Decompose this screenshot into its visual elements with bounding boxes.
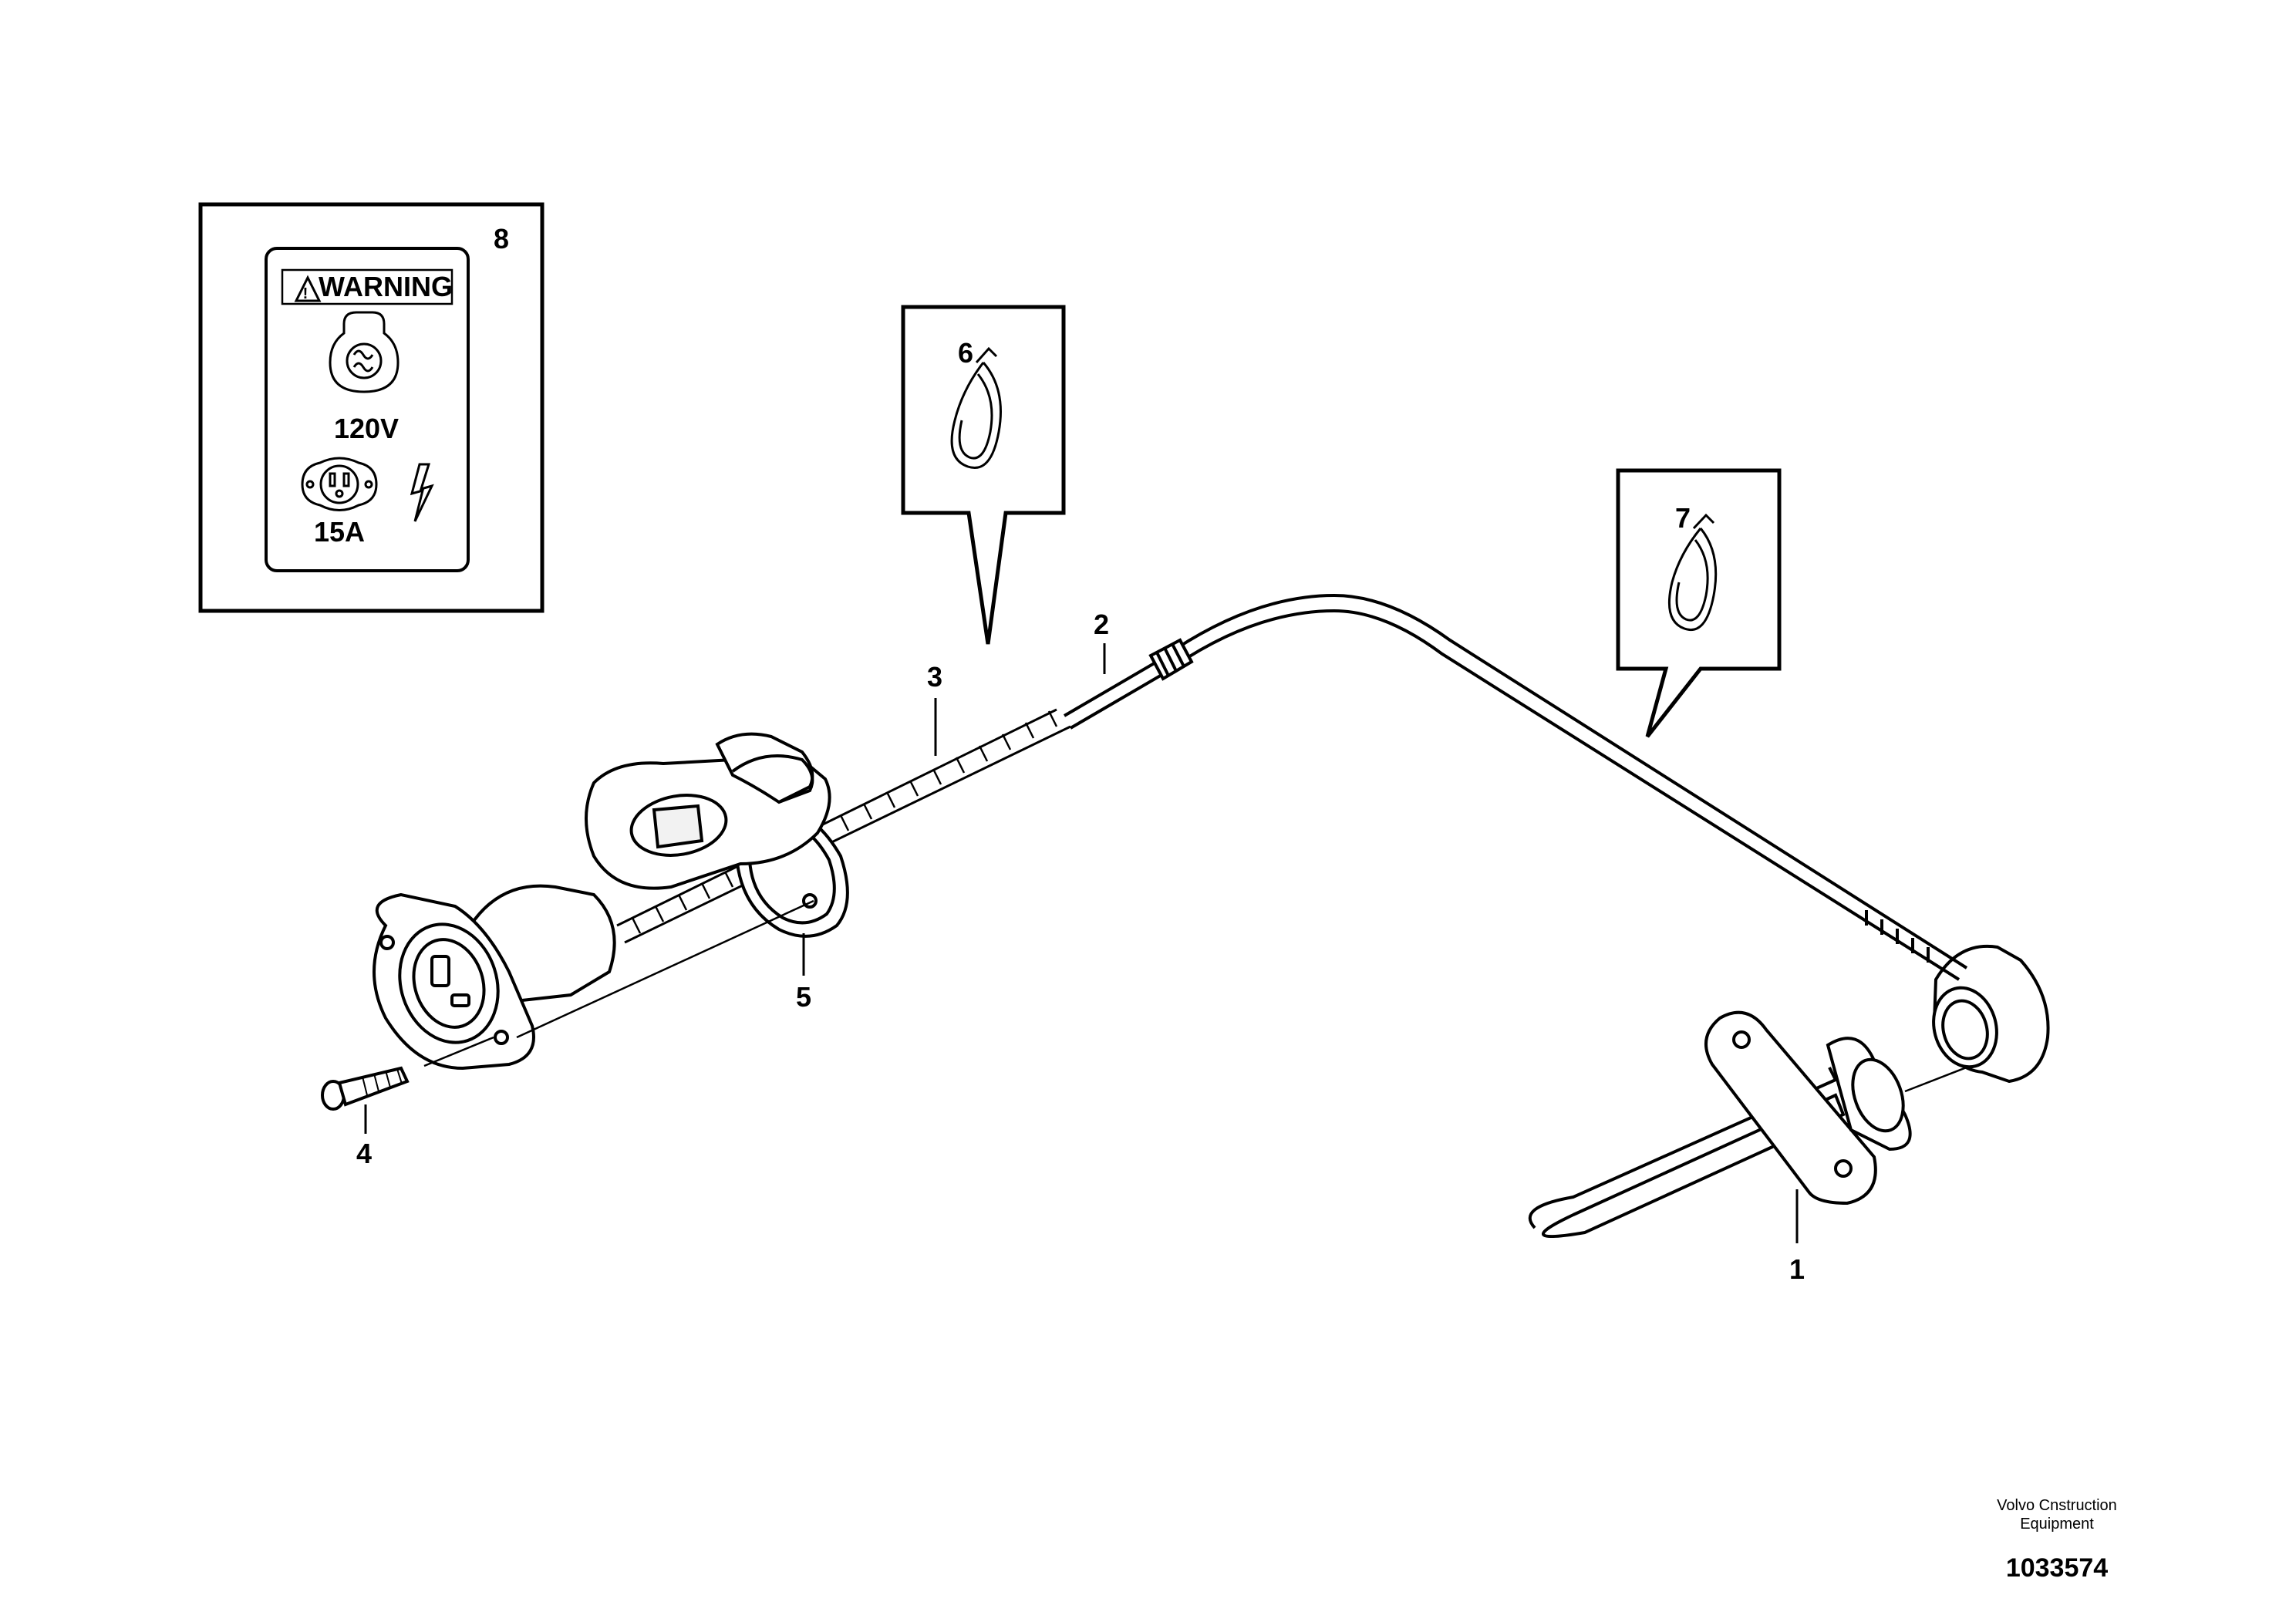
drawing-number: 1033574 (2005, 1553, 2109, 1583)
cable-2 (1063, 593, 1968, 981)
conduit-ribs (631, 710, 1058, 934)
outlet-cover (585, 732, 831, 890)
callout-4: 4 (356, 1138, 372, 1169)
assembly-line-5 (516, 899, 814, 1039)
lightning-icon (410, 463, 434, 522)
assembly-line-4 (423, 1036, 494, 1067)
brand-line-1: Volvo Cnstruction (1997, 1497, 2117, 1514)
screw-4 (321, 1066, 410, 1111)
cable-tie-7 (1667, 513, 1718, 631)
outlet-icon (301, 457, 378, 511)
heater-element-1 (1528, 1010, 1912, 1238)
decal-inset: ! WARNING 120V 15A 8 (198, 202, 544, 613)
callout-1: 1 (1789, 1253, 1805, 1285)
connector-cap (1932, 945, 2050, 1084)
callout-8: 8 (494, 223, 509, 255)
socket-icon (329, 311, 400, 393)
decal-header: WARNING (319, 271, 453, 302)
svg-text:!: ! (303, 285, 308, 302)
decal-voltage: 120V (334, 413, 399, 444)
callout-2: 2 (1094, 609, 1109, 640)
warning-triangle-icon: ! (294, 275, 322, 302)
assembly-line-1 (1904, 1063, 1975, 1093)
cable-tie-inset-7: 7 (1616, 468, 1782, 738)
drawing-footer: Volvo Cnstruction Equipment 1033574 (1957, 1496, 2157, 1583)
callout-5: 5 (796, 981, 811, 1013)
cable-tie-inset-6: 6 (901, 305, 1066, 645)
decal-amperage: 15A (314, 516, 365, 548)
cable-tie-6 (950, 346, 1002, 469)
callout-6: 6 (958, 337, 973, 369)
brand-line-2: Equipment (2020, 1516, 2094, 1533)
receptacle (373, 884, 616, 1071)
callout-7: 7 (1675, 502, 1691, 534)
callout-3: 3 (927, 661, 942, 693)
conduit-3 (616, 708, 1071, 944)
